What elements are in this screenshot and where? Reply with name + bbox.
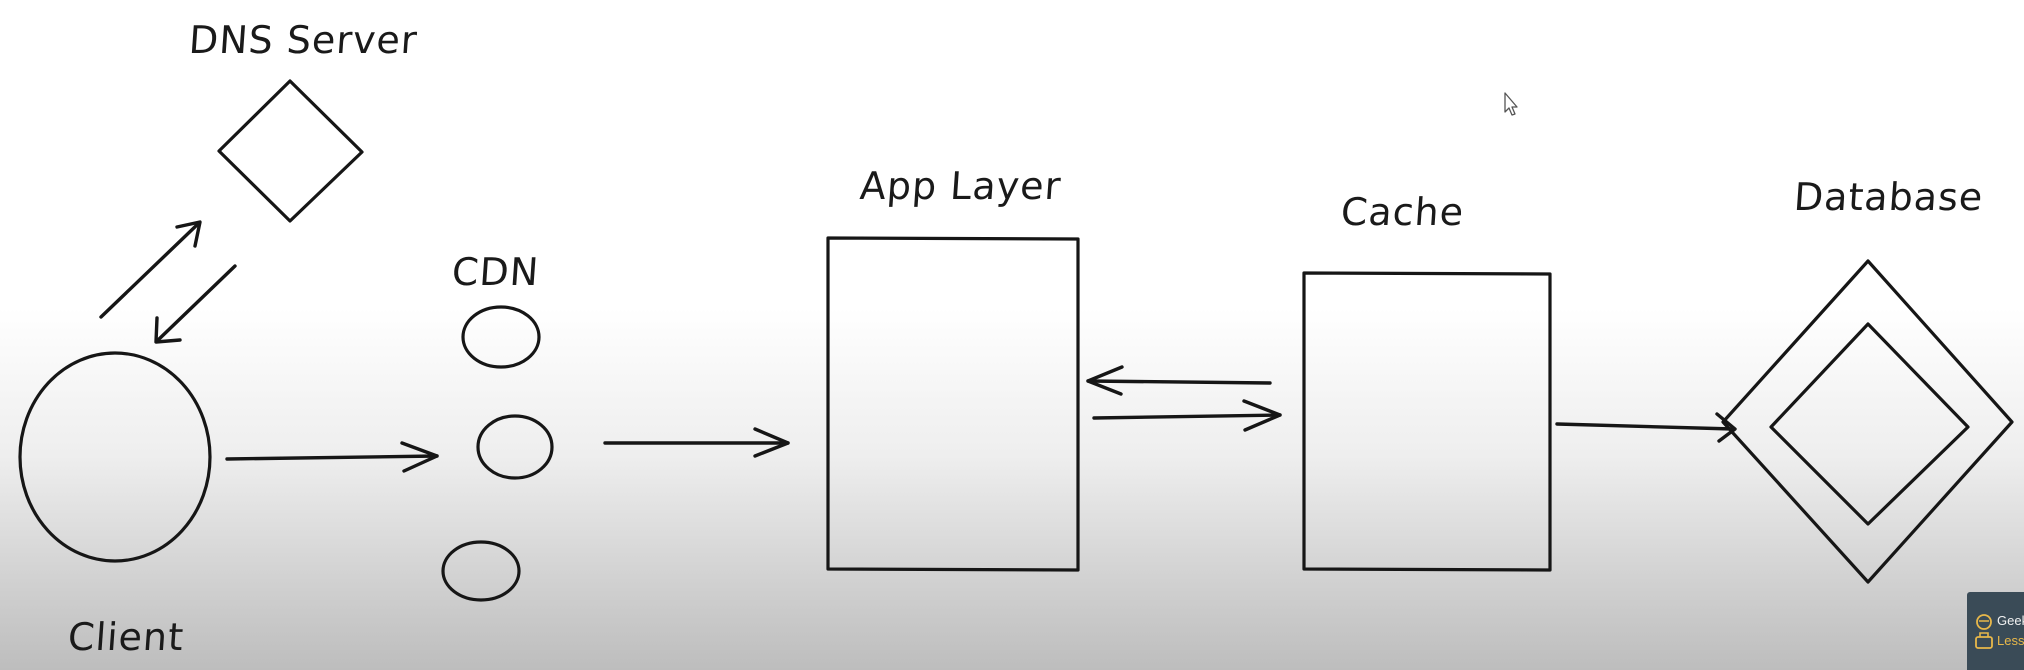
cache-to-app-arrow (1086, 365, 1272, 396)
app-layer-label: App Layer (858, 164, 1063, 208)
cdn-node-1 (461, 305, 541, 369)
client-to-dns-arrow (99, 220, 202, 319)
client-label: Client (66, 615, 186, 659)
cdn-node-3 (441, 540, 521, 602)
database-outer-diamond (1721, 259, 2014, 584)
channel-logo-badge: Geek Less (1967, 592, 2024, 670)
geek-mascot-icon (1975, 614, 1993, 649)
cache-node (1302, 271, 1552, 572)
cdn-node-2 (476, 414, 554, 480)
cdn-label: CDN (450, 250, 541, 294)
cache-label: Cache (1339, 190, 1466, 234)
app-to-cache-arrow (1092, 399, 1282, 432)
arrow-cursor-icon (1504, 92, 1518, 116)
dns-server-label: DNS Server (187, 18, 420, 62)
dns-to-client-arrow (154, 264, 237, 344)
database-inner-diamond (1769, 322, 1970, 526)
badge-text-line1: Geek (1997, 613, 2024, 628)
dns-server-node (217, 79, 364, 223)
cdn-to-app-arrow (603, 427, 790, 458)
app-layer-node (826, 236, 1080, 572)
client-to-cdn-arrow (225, 441, 439, 473)
database-label: Database (1792, 175, 1985, 219)
cache-to-database-arrow (1555, 412, 1737, 443)
badge-text-line2: Less (1997, 633, 2024, 648)
client-node (18, 351, 212, 563)
